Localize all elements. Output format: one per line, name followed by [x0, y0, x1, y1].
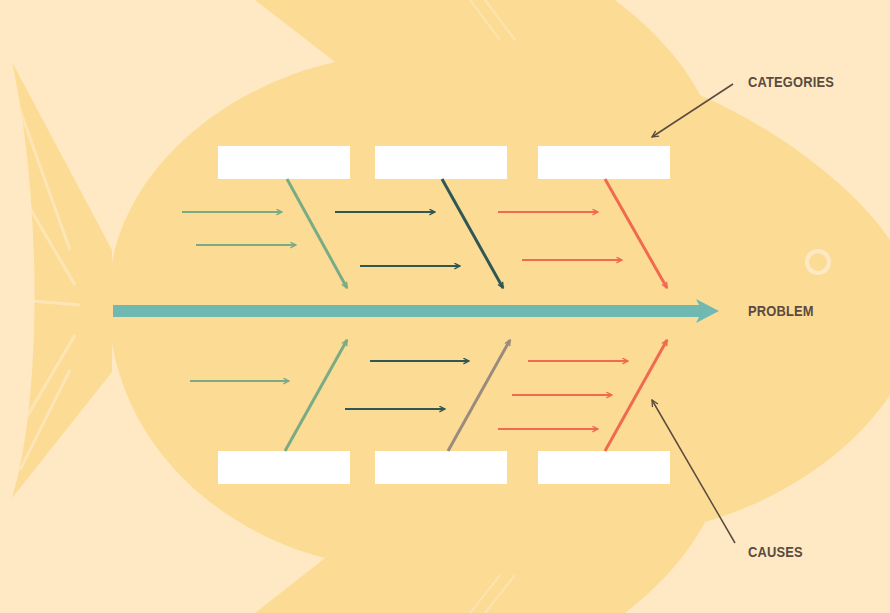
tail-rays: [20, 110, 80, 470]
tail-ray: [20, 370, 70, 470]
cause-arrow: [498, 211, 598, 213]
category-boxes: [218, 146, 670, 484]
bones: [285, 179, 667, 451]
leader-line: [652, 84, 733, 137]
cause-arrows: [182, 212, 628, 429]
bone: [287, 179, 347, 288]
cause-arrow: [335, 211, 435, 213]
cause-arrow: [182, 211, 282, 213]
fin-ray: [485, 0, 515, 40]
bone: [448, 340, 510, 451]
fin-ray: [485, 575, 515, 613]
tail-ray: [20, 110, 70, 250]
annotation-label: CAUSES: [748, 543, 803, 561]
bone: [285, 340, 347, 451]
cause-arrow: [196, 244, 296, 246]
fish-eye: [807, 251, 829, 273]
tail-ray: [20, 300, 80, 305]
bone: [605, 179, 667, 288]
category-box: [218, 146, 350, 179]
cause-arrow: [498, 428, 598, 430]
cause-arrow: [528, 360, 628, 362]
cause-arrow: [190, 380, 289, 382]
cause-arrow: [360, 265, 460, 267]
fin-ray: [470, 575, 500, 613]
category-box: [218, 451, 350, 484]
cause-arrow: [512, 394, 612, 396]
tail-ray: [25, 200, 75, 285]
cause-arrow: [345, 408, 445, 410]
fin-ray: [470, 0, 500, 40]
cause-arrow: [522, 259, 622, 261]
cause-arrow: [370, 360, 469, 362]
fish-tail: [12, 62, 112, 498]
fish-body: [108, 0, 890, 613]
annotation-label: PROBLEM: [748, 302, 814, 320]
spine: [113, 305, 702, 317]
category-box: [538, 146, 670, 179]
bone: [605, 340, 667, 451]
spine-head: [696, 299, 719, 323]
leader-line: [652, 400, 735, 543]
category-box: [375, 451, 507, 484]
category-box: [375, 146, 507, 179]
category-box: [538, 451, 670, 484]
annotation-label: CATEGORIES: [748, 73, 834, 91]
bone: [442, 179, 503, 288]
